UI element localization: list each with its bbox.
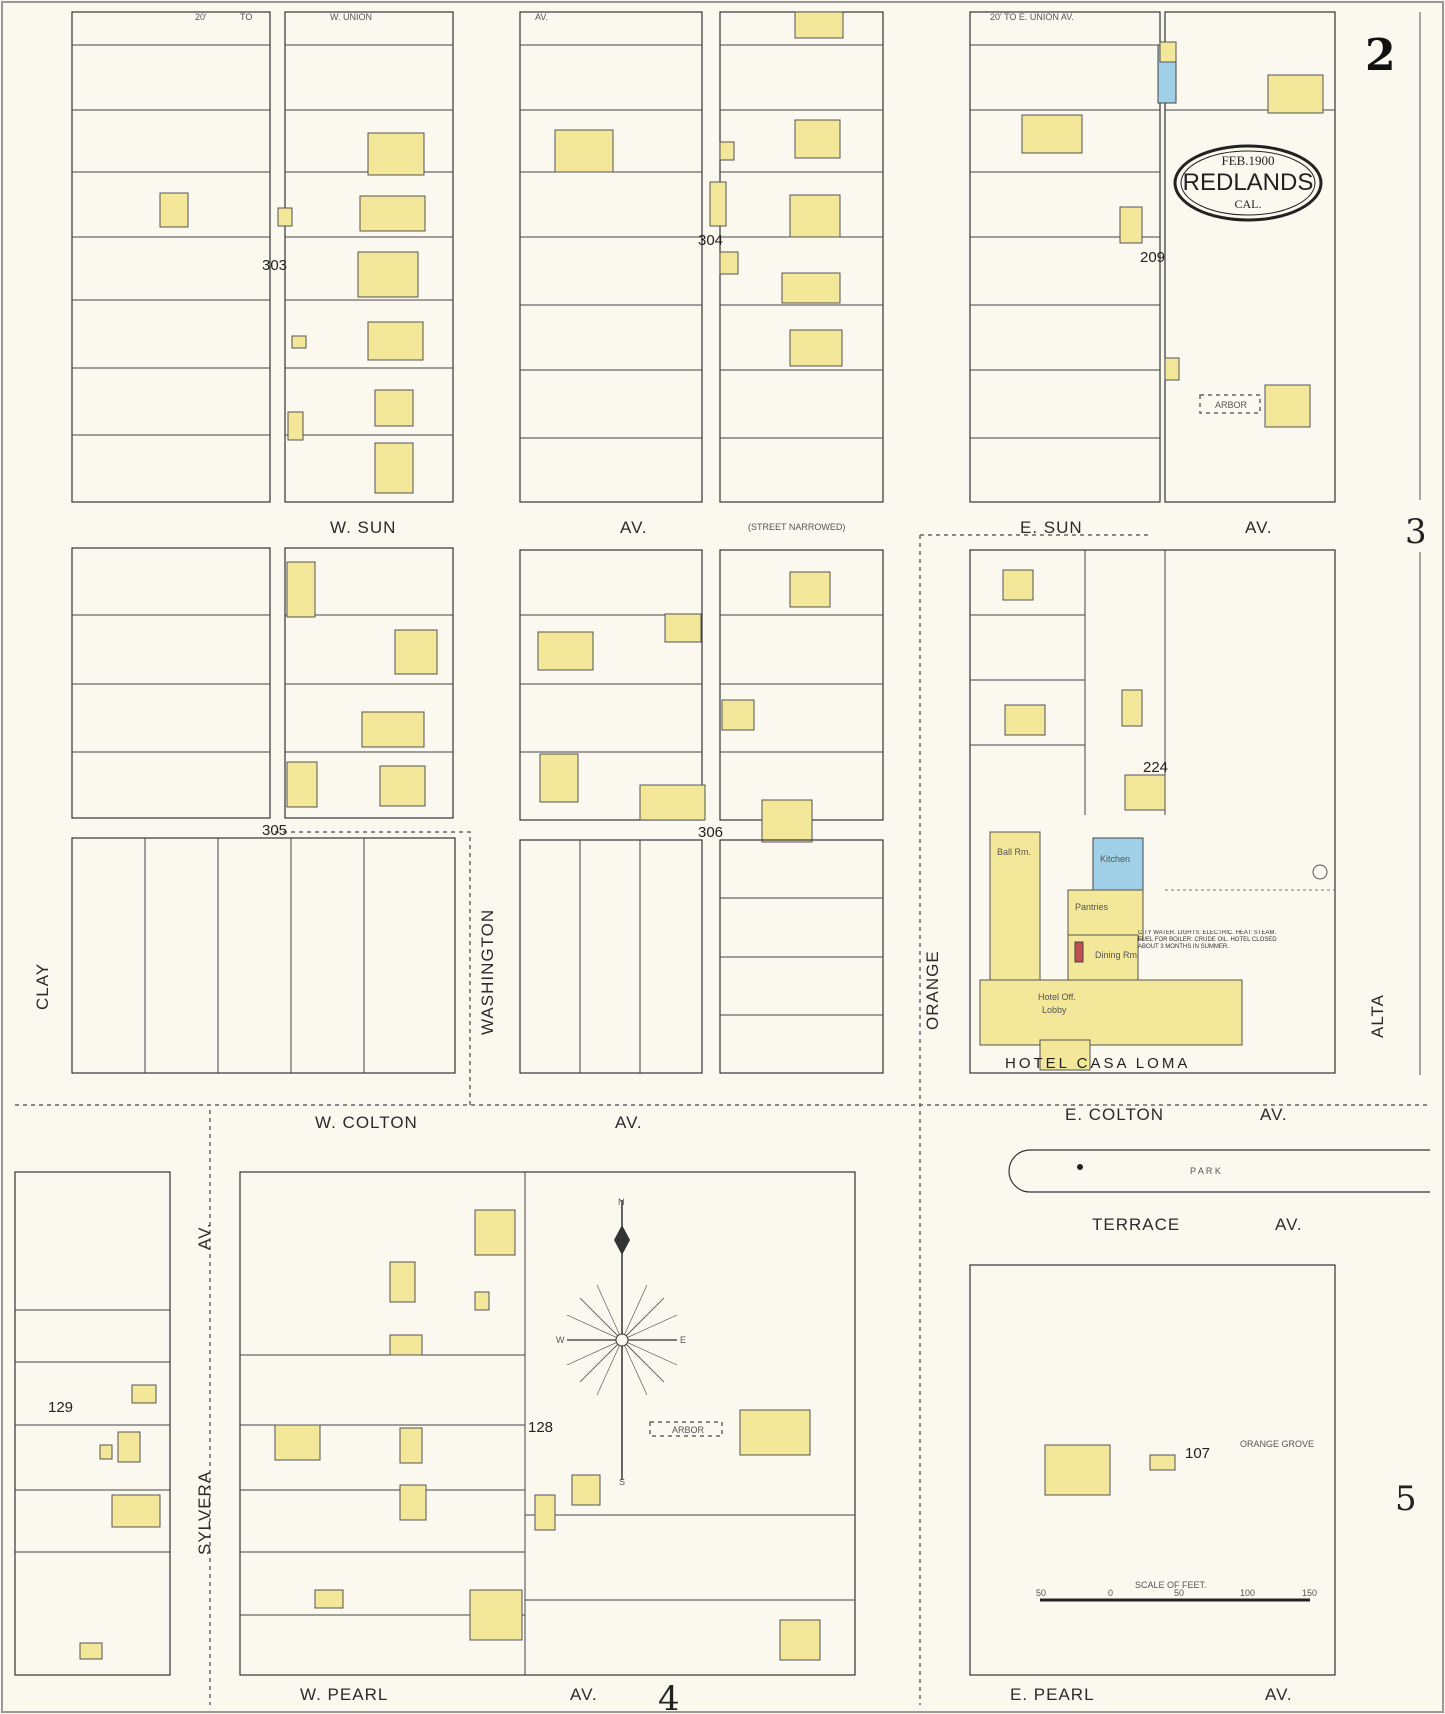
- hotel-lobby-label: Lobby: [1042, 1005, 1067, 1015]
- w-union-to: TO: [240, 12, 252, 22]
- cartouche-date: FEB.1900: [1221, 153, 1274, 168]
- street-w-pearl: W. PEARL: [300, 1685, 388, 1704]
- w-union-width: 20': [195, 12, 207, 22]
- street-w-union-av: AV.: [535, 12, 548, 22]
- block-west-of-304: [519, 11, 703, 503]
- orange-grove-label: ORANGE GROVE: [1240, 1439, 1314, 1449]
- street-w-union: W. UNION: [330, 12, 372, 22]
- street-e-pearl-av: AV.: [1265, 1685, 1293, 1704]
- scale-tick-2: 0: [1108, 1588, 1113, 1598]
- hotel-name: HOTEL CASA LOMA: [1005, 1055, 1190, 1072]
- compass-e: E: [680, 1335, 686, 1345]
- block-305: [284, 547, 454, 819]
- street-e-pearl: E. PEARL: [1010, 1685, 1095, 1704]
- hotel-ballroom-label: Ball Rm.: [997, 847, 1031, 857]
- arbor-label-south: ARBOR: [672, 1425, 705, 1435]
- tank-symbol: [1312, 864, 1328, 880]
- park-label: P A R K: [1190, 1166, 1221, 1176]
- block-107: ORANGE GROVE: [969, 1264, 1336, 1676]
- park-strip: [1008, 1149, 1430, 1193]
- street-e-sun: E. SUN: [1020, 518, 1083, 537]
- street-w-sun: W. SUN: [330, 518, 396, 537]
- street-e-sun-av: AV.: [1245, 518, 1273, 537]
- street-terrace-av: AV.: [1275, 1215, 1303, 1234]
- scale-bar: SCALE OF FEET. 50 0 50 100 150: [1036, 1580, 1317, 1602]
- hotel-ballroom-wing: [989, 831, 1041, 983]
- street-w-sun-av: AV.: [620, 518, 648, 537]
- compass-rose: N S E W: [556, 1197, 686, 1487]
- block-number-128: 128: [528, 1419, 553, 1436]
- block-number-306: 306: [698, 824, 723, 841]
- compass-w: W: [556, 1335, 565, 1345]
- arbor-label-north: ARBOR: [1215, 400, 1248, 410]
- street-e-union: 20' TO E. UNION AV.: [990, 12, 1074, 22]
- block-303: [277, 11, 454, 503]
- street-sylvera: SYLVERA: [195, 1471, 214, 1555]
- block-number-303: 303: [262, 257, 287, 274]
- park-marker: [1077, 1164, 1083, 1170]
- block-304: [709, 11, 884, 503]
- street-w-pearl-av: AV.: [570, 1685, 598, 1704]
- cartouche-city: REDLANDS: [1183, 169, 1314, 196]
- edge-number-right-bottom: 5: [1395, 1479, 1417, 1519]
- arbor-outline: [1199, 394, 1261, 414]
- scale-tick-5: 150: [1302, 1588, 1317, 1598]
- street-clay: CLAY: [33, 963, 52, 1010]
- block-number-107: 107: [1185, 1445, 1210, 1462]
- block-number-304: 304: [698, 232, 723, 249]
- street-e-colton-av: AV.: [1260, 1105, 1288, 1124]
- street-terrace: TERRACE: [1092, 1215, 1180, 1234]
- hotel-note: CITY WATER. LIGHTS: ELECTRIC. HEAT: STEA…: [1138, 930, 1277, 950]
- block-number-224: 224: [1143, 759, 1168, 776]
- hotel-kitchen-label: Kitchen: [1100, 854, 1130, 864]
- district-line-orange: [919, 534, 1150, 1705]
- scale-tick-4: 100: [1240, 1588, 1255, 1598]
- hotel-dining-label: Dining Rm.: [1095, 950, 1140, 960]
- hotel-note-box: CITY WATER. LIGHTS: ELECTRIC. HEAT: STEA…: [1138, 930, 1277, 950]
- street-washington: WASHINGTON: [478, 909, 497, 1035]
- block-number-129: 129: [48, 1399, 73, 1416]
- block-number-305: 305: [262, 822, 287, 839]
- street-sylvera-av: AV.: [195, 1222, 214, 1250]
- street-orange: ORANGE: [923, 950, 942, 1030]
- street-w-colton-av: AV.: [615, 1113, 643, 1132]
- sheet-number: 2: [1365, 30, 1396, 81]
- block-209-west: [969, 11, 1161, 503]
- edge-number-right-top: 3: [1405, 512, 1427, 552]
- block-224: Ball Rm. Kitchen Pantries Dining Rm. Hot…: [969, 549, 1336, 1074]
- street-w-colton: W. COLTON: [315, 1113, 418, 1132]
- block-209-east: ARBOR: [1157, 11, 1336, 503]
- block-west-top-left: [71, 11, 271, 503]
- cartouche: FEB.1900 REDLANDS CAL.: [1173, 144, 1323, 222]
- block-129: [14, 1171, 171, 1676]
- scale-tick-3: 50: [1174, 1588, 1184, 1598]
- street-narrowed-note: (STREET NARROWED): [748, 522, 845, 532]
- compass-s: S: [619, 1477, 625, 1487]
- compass-n: N: [618, 1197, 625, 1207]
- scale-tick-1: 50: [1036, 1588, 1046, 1598]
- block-west-of-306: [519, 549, 706, 821]
- hotel-office-label: Hotel Off.: [1038, 992, 1076, 1002]
- block-128: ARBOR: [239, 1171, 856, 1676]
- block-306: [719, 549, 884, 843]
- scale-label: SCALE OF FEET.: [1135, 1580, 1207, 1590]
- block-lower-mid: [519, 839, 703, 1074]
- block-lower-left: [71, 837, 456, 1074]
- hotel-kitchen: [1092, 837, 1144, 891]
- block-lower-306: [719, 839, 884, 1074]
- hotel-pantries: [1067, 889, 1144, 941]
- block-mid-left: [71, 547, 271, 819]
- street-e-colton: E. COLTON: [1065, 1105, 1164, 1124]
- block-number-209: 209: [1140, 249, 1165, 266]
- edge-number-bottom: 4: [658, 1679, 680, 1714]
- street-alta: ALTA: [1368, 994, 1387, 1038]
- hotel-main-building: [979, 979, 1243, 1046]
- cartouche-state: CAL.: [1235, 197, 1262, 211]
- district-line-washington: [275, 831, 471, 1105]
- hotel-pantries-label: Pantries: [1075, 902, 1109, 912]
